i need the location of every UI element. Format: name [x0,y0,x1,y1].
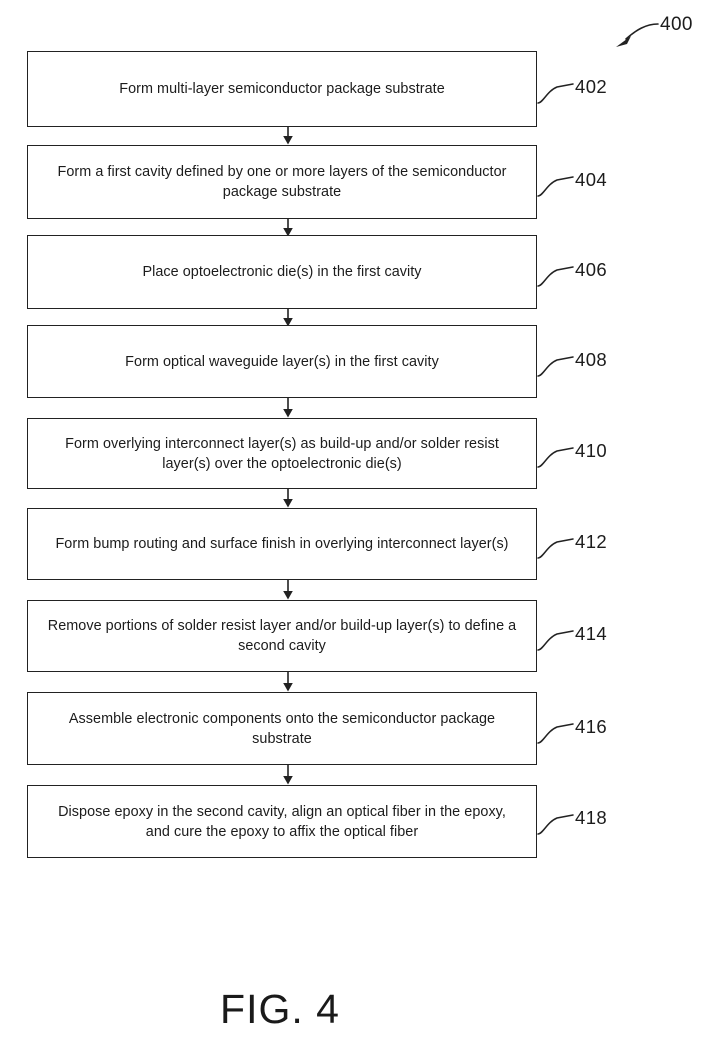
step-leader-line-icon [537,814,574,835]
connector-412-414 [279,580,297,600]
flow-step-414[interactable]: Remove portions of solder resist layer a… [27,600,537,672]
flow-step-418-label: Dispose epoxy in the second cavity, alig… [58,803,506,840]
step-leader-line-icon [537,723,574,744]
step-ref-418: 418 [537,800,657,840]
flow-step-418[interactable]: Dispose epoxy in the second cavity, alig… [27,785,537,858]
step-ref-406: 406 [537,252,657,292]
step-ref-410: 410 [537,433,657,473]
step-ref-418-number: 418 [575,807,608,828]
flow-step-408[interactable]: Form optical waveguide layer(s) in the f… [27,325,537,398]
connector-414-416 [279,672,297,692]
step-ref-416: 416 [537,709,657,749]
step-ref-406-number: 406 [575,259,608,280]
flow-step-412[interactable]: Form bump routing and surface finish in … [27,508,537,580]
step-leader-line-icon [537,356,574,377]
step-ref-412-number: 412 [575,531,608,552]
step-ref-404: 404 [537,162,657,202]
step-ref-410-number: 410 [575,440,608,461]
flow-step-402-label: Form multi-layer semiconductor package s… [119,81,445,97]
connector-402-404 [279,127,297,145]
step-ref-408: 408 [537,342,657,382]
down-arrow-icon [283,127,293,145]
step-ref-416-number: 416 [575,716,608,737]
flow-step-416[interactable]: Assemble electronic components onto the … [27,692,537,765]
connector-416-418 [279,765,297,785]
flow-step-406-label: Place optoelectronic die(s) in the first… [142,264,422,280]
step-leader-line-icon [537,447,574,468]
step-leader-line-icon [537,83,574,104]
down-arrow-icon [283,309,293,327]
step-ref-412: 412 [537,524,657,564]
figure-leader-arrow-icon [616,23,659,47]
flow-step-402[interactable]: Form multi-layer semiconductor package s… [27,51,537,127]
step-ref-414-number: 414 [575,623,608,644]
flow-step-416-label: Assemble electronic components onto the … [68,710,496,747]
flow-step-406[interactable]: Place optoelectronic die(s) in the first… [27,235,537,309]
step-leader-line-icon [537,630,574,651]
connector-406-408 [279,309,297,327]
step-leader-line-icon [537,266,574,287]
flow-step-408-label: Form optical waveguide layer(s) in the f… [125,353,439,370]
down-arrow-icon [283,219,293,237]
step-ref-404-number: 404 [575,169,608,190]
flow-step-412-label: Form bump routing and surface finish in … [55,536,509,552]
connector-408-410 [279,398,297,418]
flow-step-404-label: Form a first cavity defined by one or mo… [57,164,507,200]
down-arrow-icon [283,672,293,692]
connector-404-406 [279,219,297,237]
step-leader-line-icon [537,176,574,197]
down-arrow-icon [283,580,293,600]
flow-step-410-label: Form overlying interconnect layer(s) as … [65,435,499,472]
step-leader-line-icon [537,538,574,559]
figure-caption: FIG. 4 [220,986,340,1032]
step-ref-408-number: 408 [575,349,608,370]
down-arrow-icon [283,489,293,508]
flow-step-410[interactable]: Form overlying interconnect layer(s) as … [27,418,537,489]
down-arrow-icon [283,765,293,785]
flow-step-404[interactable]: Form a first cavity defined by one or mo… [27,145,537,219]
step-ref-402: 402 [537,69,657,109]
figure-reference-number: 400 [660,14,693,35]
step-ref-414: 414 [537,616,657,656]
connector-410-412 [279,489,297,508]
flow-step-414-label: Remove portions of solder resist layer a… [47,618,517,654]
down-arrow-icon [283,398,293,418]
step-ref-402-number: 402 [575,76,608,97]
figure-reference-callout: 400 [612,14,706,58]
